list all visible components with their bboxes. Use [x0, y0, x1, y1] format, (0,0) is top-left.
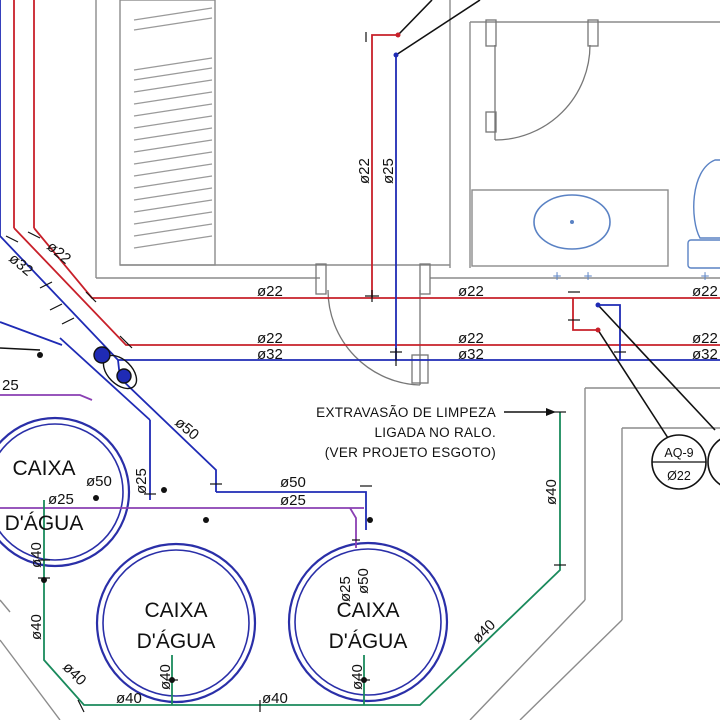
tank-left — [0, 416, 131, 568]
overflow-pipes — [0, 394, 364, 548]
leader-lines — [0, 0, 716, 439]
label-green-vertical-40: ø40 — [543, 479, 560, 505]
label-hz-25: ø25 — [280, 492, 306, 509]
tank-right-line2: D'ÁGUA — [329, 630, 408, 653]
label-green-bottom-40-mid: ø40 — [262, 690, 288, 707]
label-far-left-25: 25 — [2, 377, 19, 394]
label-diag-blue: ø32 — [5, 250, 36, 280]
label-top-blue-vertical: ø25 — [380, 158, 397, 184]
tank-left-line1: CAIXA — [12, 457, 75, 480]
tag-aq9: AQ-9 Ø22 — [651, 434, 720, 490]
cold-water-pipes — [0, 0, 720, 530]
label-top-red-vertical: ø22 — [356, 158, 373, 184]
tag-aq9-id: AQ-9 — [664, 446, 693, 460]
door-bathroom — [485, 19, 599, 141]
sink-basin — [533, 194, 611, 250]
label-left-tank-25-h: ø25 — [48, 491, 74, 508]
valve-cluster — [93, 346, 138, 390]
label-hz-50: ø50 — [280, 474, 306, 491]
label-green-bottom-40-left: ø40 — [116, 690, 142, 707]
tank-right-line1: CAIXA — [336, 599, 399, 622]
tank-labels: CAIXA D'ÁGUA CAIXA D'ÁGUA CAIXA D'ÁGUA — [5, 457, 408, 653]
label-diag-blue-lower: ø50 — [171, 414, 202, 444]
label-red-main-left: ø22 — [257, 283, 283, 300]
label-red-second-right: ø22 — [692, 330, 718, 347]
label-green-right-tank-40: ø40 — [349, 664, 366, 690]
valves — [37, 352, 373, 683]
tag-aq9-size: Ø22 — [667, 469, 691, 483]
door-lower — [315, 263, 431, 386]
tank-right — [287, 541, 449, 703]
label-left-tank-50: ø50 — [86, 473, 112, 490]
pipe-labels: ø22 ø25 ø22 ø22 ø22 ø22 ø22 ø22 ø32 ø32 … — [2, 158, 718, 707]
label-blue-second-left: ø32 — [257, 346, 283, 363]
svg-text:+: + — [583, 269, 593, 283]
label-green-left-40-diag: ø40 — [59, 659, 89, 689]
tank-left-line2: D'ÁGUA — [5, 512, 84, 535]
water-tanks — [0, 416, 449, 704]
label-green-mid-tank-40: ø40 — [157, 664, 174, 690]
label-blue-second-right: ø32 — [692, 346, 718, 363]
label-red-main-mid: ø22 — [458, 283, 484, 300]
label-red-main-right: ø22 — [692, 283, 718, 300]
label-blue-second-mid: ø32 — [458, 346, 484, 363]
closet-hatch — [133, 7, 213, 249]
label-green-left-40-b: ø40 — [28, 614, 45, 640]
tank-middle — [95, 542, 257, 704]
tank-middle-line1: CAIXA — [144, 599, 207, 622]
counter — [471, 189, 669, 267]
note-line1: EXTRAVASÃO DE LIMPEZA — [316, 405, 496, 420]
label-green-left-40-a: ø40 — [28, 542, 45, 568]
label-right-tank-25: ø25 — [337, 576, 354, 602]
overflow-note: EXTRAVASÃO DE LIMPEZA LIGADA NO RALO. (V… — [316, 405, 496, 460]
fixture-markers: + + + — [552, 269, 710, 283]
label-left-tank-25-v: ø25 — [133, 468, 150, 494]
note-line2: LIGADA NO RALO. — [374, 425, 496, 440]
label-green-diag-40: ø40 — [469, 617, 499, 647]
svg-text:+: + — [700, 269, 710, 283]
tank-middle-line2: D'ÁGUA — [137, 630, 216, 653]
label-red-second-left: ø22 — [257, 330, 283, 347]
toilet-tank — [687, 239, 720, 269]
label-right-tank-50: ø50 — [355, 568, 372, 594]
svg-text:+: + — [552, 269, 562, 283]
label-red-second-mid: ø22 — [458, 330, 484, 347]
note-line3: (VER PROJETO ESGOTO) — [325, 445, 496, 460]
